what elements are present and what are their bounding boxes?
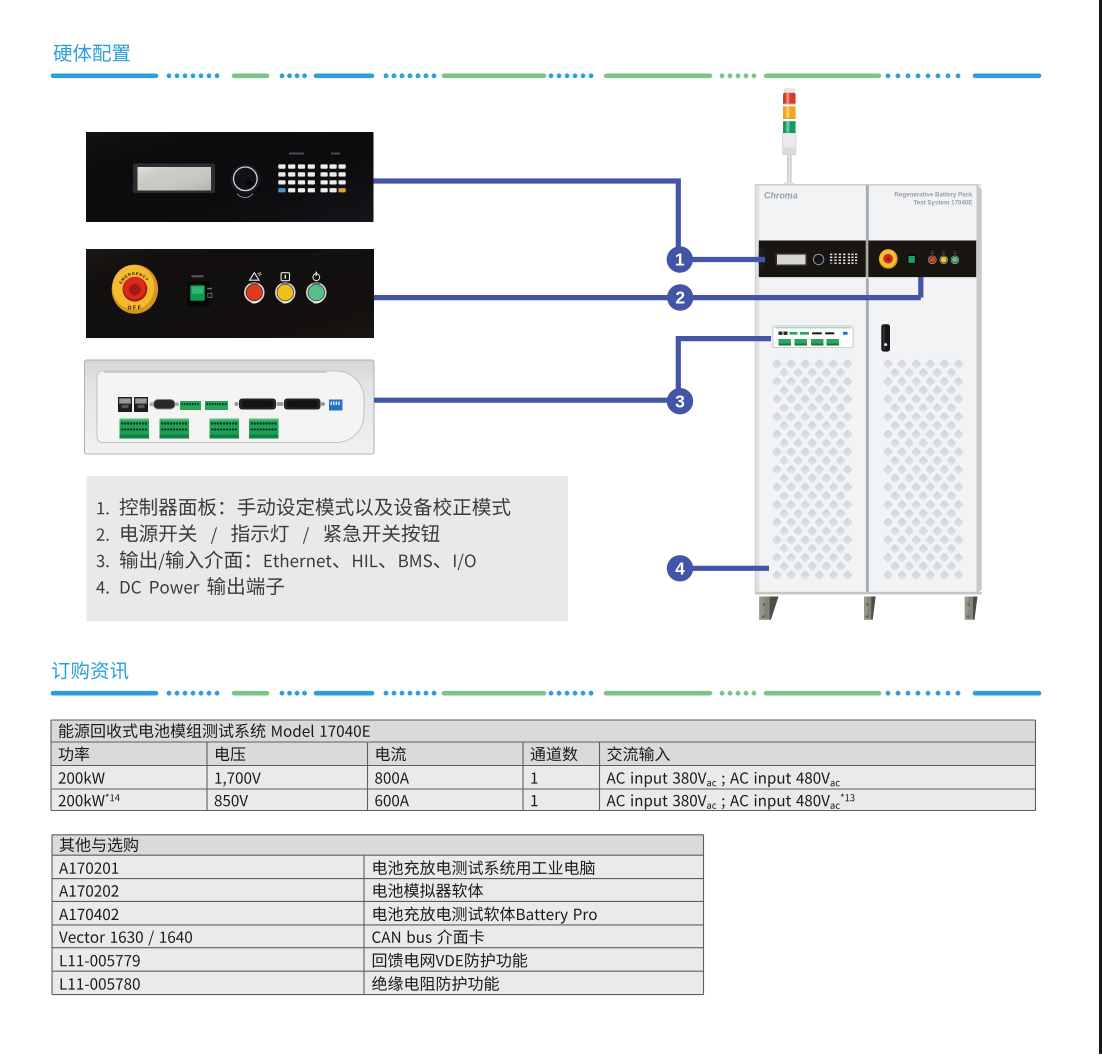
- svg-text:3: 3: [675, 391, 685, 411]
- svg-text:Chroma: Chroma: [764, 191, 798, 201]
- svg-text:1: 1: [675, 250, 685, 270]
- svg-text:Test System 17040E: Test System 17040E: [913, 200, 972, 207]
- svg-text:2: 2: [675, 288, 685, 308]
- svg-text:Regenerative Battery Pack: Regenerative Battery Pack: [894, 192, 973, 199]
- svg-text:4: 4: [675, 559, 685, 579]
- svg-text:OFF: OFF: [128, 306, 142, 312]
